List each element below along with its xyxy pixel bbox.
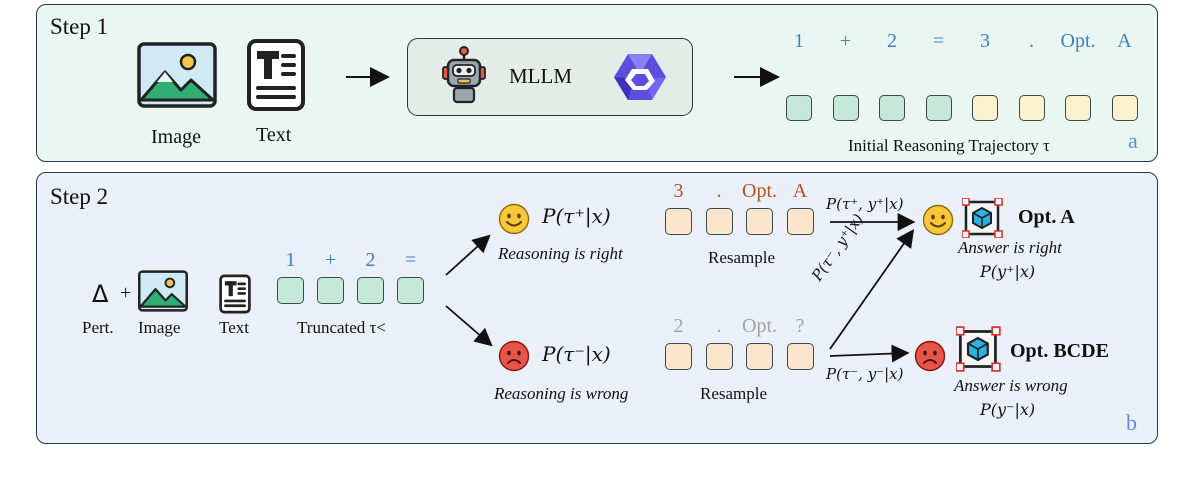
wrong-resample-label: Resample — [700, 384, 768, 403]
token-box — [786, 95, 812, 121]
smiley-sad-icon — [498, 340, 530, 372]
token-label: Opt. — [742, 315, 777, 337]
wrong-reasoning-prob: P(τ⁻|x) — [542, 342, 611, 366]
token-label: 2 — [887, 30, 897, 52]
token-box — [705, 343, 733, 370]
token-label: . — [716, 180, 722, 202]
token-box — [746, 343, 773, 370]
panel-b-corner-label: b — [1126, 410, 1137, 435]
panel-a-corner-label: a — [1128, 128, 1138, 153]
wrong-to-wrong-answer-arrow — [829, 344, 910, 363]
token-box — [317, 277, 344, 304]
smiley-sad-icon-answer — [914, 340, 946, 372]
right-reasoning-prob: P(τ⁺|x) — [542, 204, 611, 228]
token-box — [832, 95, 859, 121]
plus-sign: + — [120, 282, 132, 304]
token-label: . — [1029, 30, 1034, 52]
right-reasoning-caption: Reasoning is right — [498, 244, 623, 263]
token-label: A — [1117, 30, 1132, 52]
token-label: Opt. — [1060, 30, 1096, 52]
pert-label: Pert. — [82, 318, 114, 337]
step-1-title: Step 1 — [50, 14, 109, 39]
token-label: Opt. — [742, 180, 777, 202]
cube-target-icon — [962, 198, 1003, 238]
token-box — [786, 343, 814, 370]
token-box — [1111, 95, 1138, 121]
token-box — [705, 208, 733, 235]
image-icon-small — [138, 270, 188, 312]
smiley-happy-icon — [498, 203, 530, 235]
token-label: . — [716, 315, 722, 337]
step-2-title: Step 2 — [50, 184, 109, 209]
right-answer: Opt. A — [1018, 206, 1075, 228]
image-icon — [137, 42, 217, 108]
token-label: 2 — [673, 315, 684, 337]
model-label: MLLM — [509, 64, 572, 88]
right-right-arrow-label: P(τ⁺, y⁺|x) — [826, 195, 904, 213]
token-label: 3 — [980, 30, 990, 52]
token-box — [277, 277, 304, 304]
token-box — [925, 95, 952, 121]
token-box — [665, 208, 692, 235]
text-label-small: Text — [219, 318, 249, 337]
token-box — [357, 277, 384, 304]
wrong-to-right-answer-arrow — [829, 229, 915, 350]
token-label: 1 — [794, 30, 804, 52]
text-document-icon — [247, 39, 305, 111]
right-resample-label: Resample — [708, 248, 776, 267]
token-box — [786, 208, 814, 235]
to-wrong-branch-arrow — [445, 305, 493, 347]
image-label: Image — [151, 126, 201, 148]
model-logo-icon — [614, 54, 666, 100]
token-label: ? — [795, 315, 805, 337]
wrong-answer: Opt. BCDE — [1010, 340, 1109, 362]
token-box — [1065, 95, 1091, 121]
token-box — [397, 277, 424, 304]
token-box — [665, 343, 692, 370]
token-label: 3 — [673, 180, 684, 202]
wrong-wrong-arrow-label: P(τ⁻, y⁻|x) — [826, 365, 904, 383]
perturbation-delta: Δ — [92, 280, 109, 308]
wrong-reasoning-caption: Reasoning is wrong — [494, 384, 629, 403]
token-label: + — [839, 30, 852, 52]
smiley-happy-icon-answer — [922, 204, 954, 236]
token-label: + — [324, 249, 337, 271]
text-document-icon-small — [219, 274, 251, 314]
token-box — [1018, 95, 1045, 121]
cube-target-icon-wrong — [956, 326, 1001, 372]
to-right-branch-arrow — [445, 234, 491, 276]
right-answer-caption: Answer is right — [958, 238, 1062, 257]
robot-icon — [442, 46, 486, 104]
trajectory-label: Initial Reasoning Trajectory τ — [848, 136, 1050, 155]
text-label: Text — [256, 124, 292, 146]
token-label: = — [404, 249, 417, 271]
token-label: 1 — [285, 249, 296, 271]
truncated-label: Truncated τ< — [297, 318, 386, 337]
token-box — [879, 95, 905, 121]
token-label: A — [792, 180, 808, 202]
wrong-answer-prob: P(y⁻|x) — [980, 400, 1036, 419]
token-box — [746, 208, 773, 235]
token-label: 2 — [365, 249, 376, 271]
wrong-answer-caption: Answer is wrong — [954, 376, 1068, 395]
token-box — [972, 95, 998, 121]
token-label: = — [932, 30, 945, 52]
image-label-small: Image — [138, 318, 181, 337]
right-answer-prob: P(y⁺|x) — [980, 262, 1036, 281]
